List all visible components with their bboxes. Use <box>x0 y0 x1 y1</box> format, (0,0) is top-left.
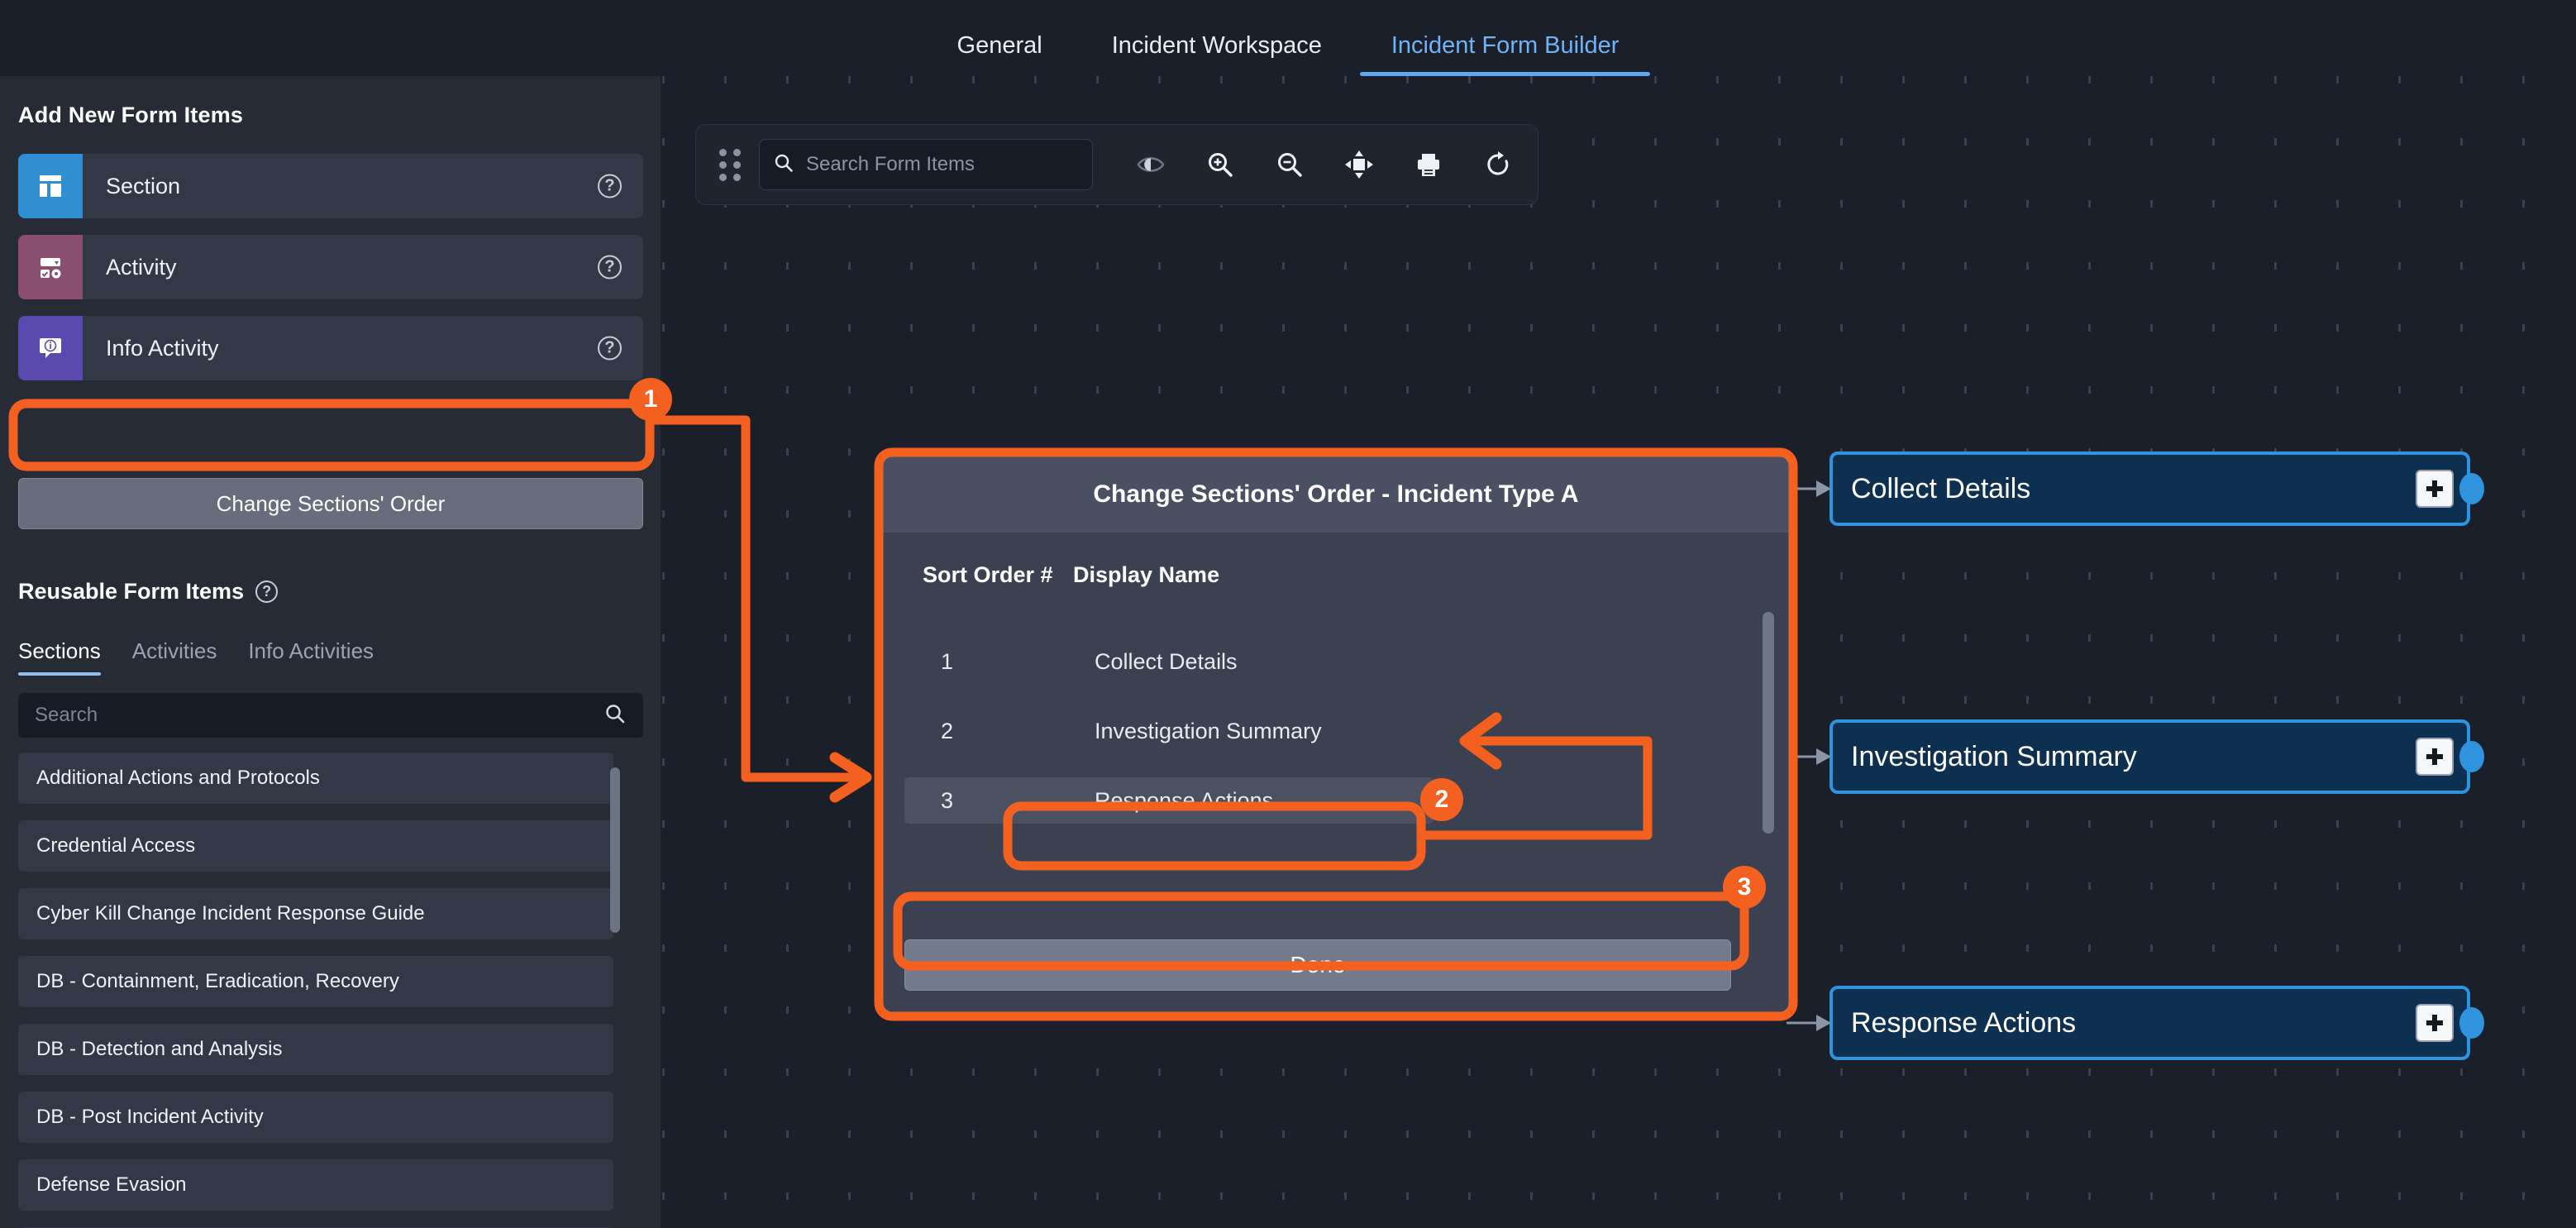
help-icon[interactable]: ? <box>598 336 622 361</box>
dialog-title: Change Sections' Order - Incident Type A <box>883 456 1789 533</box>
node-label: Response Actions <box>1851 1006 2077 1039</box>
top-tabs: General Incident Workspace Incident Form… <box>923 0 1654 76</box>
add-item-activity[interactable]: Activity ? <box>18 235 643 299</box>
sub-tab-activities[interactable]: Activities <box>131 638 217 663</box>
sidebar-search-input[interactable] <box>35 704 603 727</box>
list-item[interactable]: DB - Containment, Eradication, Recovery <box>18 956 613 1007</box>
node-label: Investigation Summary <box>1851 740 2137 772</box>
annotation-badge-2: 2 <box>1420 778 1463 821</box>
sidebar-list-scrollbar[interactable] <box>610 767 620 933</box>
add-form-items-list: Section ? Activity ? <box>18 154 643 397</box>
sort-row-2[interactable]: 2 Investigation Summary <box>904 708 1433 754</box>
dialog-column-headers: Sort Order # Display Name <box>883 562 1789 588</box>
sort-order-value: 2 <box>941 718 954 743</box>
add-item-info-activity[interactable]: Info Activity ? <box>18 316 643 380</box>
tab-general[interactable]: General <box>956 32 1042 59</box>
canvas-toolbar-icons <box>1134 148 1515 181</box>
search-icon <box>773 152 794 178</box>
add-item-label: Info Activity <box>106 335 219 361</box>
help-icon[interactable]: ? <box>598 174 622 198</box>
sort-row-1[interactable]: 1 Collect Details <box>904 638 1433 685</box>
drag-handle-icon[interactable] <box>719 149 741 181</box>
annotation-badge-1: 1 <box>629 378 672 421</box>
list-item[interactable]: Defense Evasion <box>18 1159 613 1211</box>
display-name-value: Response Actions <box>1095 787 1274 813</box>
zoom-out-icon[interactable] <box>1273 148 1306 181</box>
reusable-items-list: Additional Actions and Protocols Credent… <box>18 753 643 1228</box>
node-output-connector[interactable] <box>2459 473 2484 504</box>
print-icon[interactable] <box>1412 148 1445 181</box>
sidebar-search-box[interactable] <box>18 693 643 738</box>
change-sections-order-button[interactable]: Change Sections' Order <box>18 478 643 529</box>
add-node-button[interactable] <box>2416 470 2454 508</box>
column-header-display-name: Display Name <box>1073 562 1220 587</box>
node-card-investigation-summary[interactable]: Investigation Summary <box>1787 719 2484 794</box>
add-item-label: Activity <box>106 254 177 280</box>
sub-tab-info-activities[interactable]: Info Activities <box>248 638 374 663</box>
list-item[interactable]: DB - Detection and Analysis <box>18 1024 613 1075</box>
canvas-toolbar <box>695 124 1538 205</box>
column-header-sort-order: Sort Order # <box>923 562 1053 587</box>
incoming-arrow-icon <box>1787 1015 1831 1031</box>
add-node-button[interactable] <box>2416 738 2454 776</box>
reusable-sub-tabs: Sections Activities Info Activities <box>18 638 374 676</box>
list-item[interactable]: Credential Access <box>18 820 613 872</box>
change-sections-order-dialog: Change Sections' Order - Incident Type A… <box>883 456 1789 1012</box>
fit-to-screen-icon[interactable] <box>1343 148 1376 181</box>
add-item-label: Section <box>106 173 181 198</box>
dialog-body: Sort Order # Display Name 1 Collect Deta… <box>883 533 1789 1012</box>
tab-incident-workspace[interactable]: Incident Workspace <box>1111 32 1322 59</box>
annotation-badge-3: 3 <box>1723 866 1766 909</box>
display-name-value: Investigation Summary <box>1095 718 1322 743</box>
left-sidebar: Add New Form Items Section ? <box>0 76 661 1228</box>
sub-tab-sections[interactable]: Sections <box>18 638 101 676</box>
canvas-search-box[interactable] <box>759 139 1093 190</box>
list-item[interactable]: DB - Post Incident Activity <box>18 1092 613 1143</box>
node-output-connector[interactable] <box>2459 741 2484 772</box>
info-activity-icon <box>18 316 83 380</box>
add-item-section[interactable]: Section ? <box>18 154 643 218</box>
list-item[interactable]: Additional Actions and Protocols <box>18 753 613 804</box>
display-name-value: Collect Details <box>1095 648 1238 674</box>
help-icon[interactable]: ? <box>255 581 279 603</box>
add-new-form-items-title: Add New Form Items <box>18 103 244 127</box>
tab-incident-form-builder[interactable]: Incident Form Builder <box>1357 34 1654 76</box>
done-button[interactable]: Done <box>904 939 1731 991</box>
refresh-icon[interactable] <box>1481 148 1515 181</box>
reusable-form-items-title: Reusable Form Items ? <box>18 579 279 604</box>
dialog-scrollbar[interactable] <box>1763 612 1774 834</box>
preview-eye-icon[interactable] <box>1134 148 1167 181</box>
add-node-button[interactable] <box>2416 1004 2454 1042</box>
node-output-connector[interactable] <box>2459 1007 2484 1039</box>
sort-order-value: 1 <box>941 648 954 674</box>
node-card-response-actions[interactable]: Response Actions <box>1787 986 2484 1060</box>
help-icon[interactable]: ? <box>598 255 622 280</box>
node-label: Collect Details <box>1851 472 2031 504</box>
zoom-in-icon[interactable] <box>1204 148 1237 181</box>
activity-icon <box>18 235 83 299</box>
section-icon <box>18 154 83 218</box>
canvas-search-input[interactable] <box>806 153 1079 176</box>
top-navigation-bar: General Incident Workspace Incident Form… <box>0 0 2576 76</box>
incoming-arrow-icon <box>1787 748 1831 765</box>
incoming-arrow-icon <box>1787 480 1831 497</box>
sort-order-value: 3 <box>941 787 954 813</box>
node-card-collect-details[interactable]: Collect Details <box>1787 452 2484 526</box>
search-icon <box>603 702 627 729</box>
list-item[interactable]: Cyber Kill Change Incident Response Guid… <box>18 888 613 939</box>
reusable-form-items-label: Reusable Form Items <box>18 579 245 604</box>
sort-row-3[interactable]: 3 Response Actions <box>904 777 1433 824</box>
